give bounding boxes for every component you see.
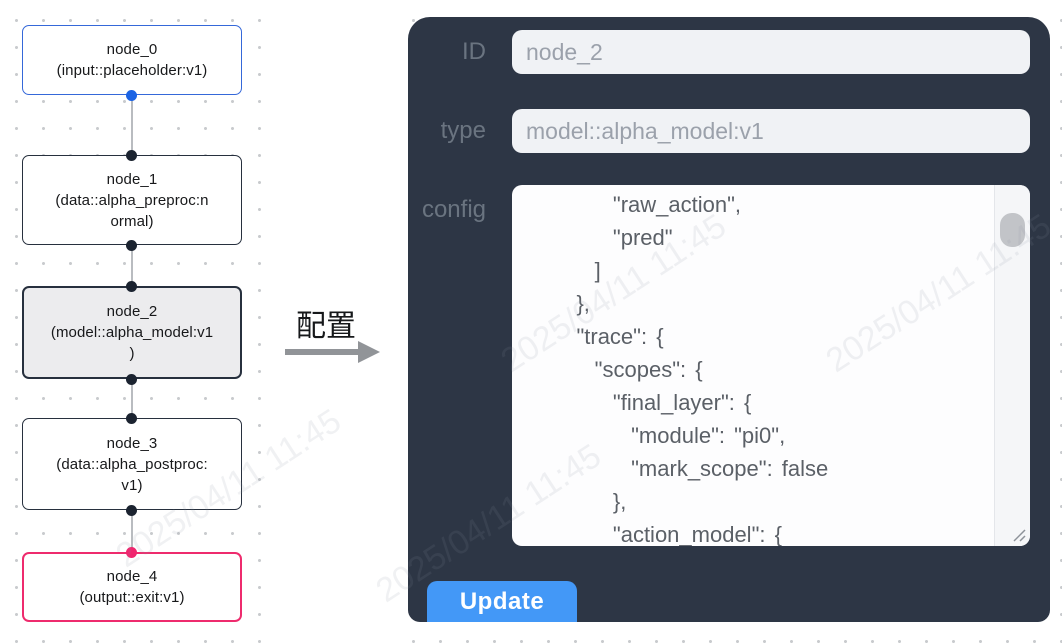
textarea-resize-handle-icon[interactable] (1011, 527, 1027, 543)
port-node_2-input[interactable] (126, 281, 137, 292)
port-node_1-input[interactable] (126, 150, 137, 161)
type-field-label: type (440, 117, 486, 144)
configure-annotation-label: 配置 (296, 310, 356, 343)
config-scrollbar-thumb[interactable] (1000, 213, 1025, 247)
flow-node-node_4[interactable]: node_4 (output::exit:v1) (22, 552, 242, 622)
edge-node0-node1 (131, 95, 133, 155)
flow-node-node_1[interactable]: node_1 (data::alpha_preproc:n ormal) (22, 155, 242, 245)
port-node_2-output[interactable] (126, 374, 137, 385)
id-field-label: ID (462, 38, 486, 65)
config-json-text: "raw_action", "pred" ] }, "trace": { "sc… (576, 192, 829, 546)
node-config-panel: ID type config "raw_action", "pred" ] },… (408, 17, 1050, 622)
config-scrollbar-track[interactable] (994, 185, 1030, 546)
port-node_3-output[interactable] (126, 505, 137, 516)
port-node_1-output[interactable] (126, 240, 137, 251)
flow-node-node_0[interactable]: node_0 (input::placeholder:v1) (22, 25, 242, 95)
right-arrow-icon (285, 349, 359, 355)
id-input[interactable] (512, 30, 1030, 74)
edge-node3-node4 (131, 510, 133, 552)
port-node_3-input[interactable] (126, 413, 137, 424)
port-node_0-output[interactable] (126, 90, 137, 101)
edge-node1-node2 (131, 245, 133, 286)
flow-node-node_2-selected[interactable]: node_2 (model::alpha_model:v1 ) (22, 286, 242, 379)
flow-node-node_3[interactable]: node_3 (data::alpha_postproc: v1) (22, 418, 242, 510)
right-arrow-head-icon (358, 341, 380, 363)
edge-node2-node3 (131, 379, 133, 418)
type-input[interactable] (512, 109, 1030, 153)
update-button[interactable]: Update (427, 581, 577, 622)
config-textarea[interactable]: "raw_action", "pred" ] }, "trace": { "sc… (512, 185, 1030, 546)
port-node_4-input[interactable] (126, 547, 137, 558)
config-field-label: config (421, 196, 486, 223)
flow-canvas[interactable]: node_0 (input::placeholder:v1) node_1 (d… (0, 0, 282, 643)
